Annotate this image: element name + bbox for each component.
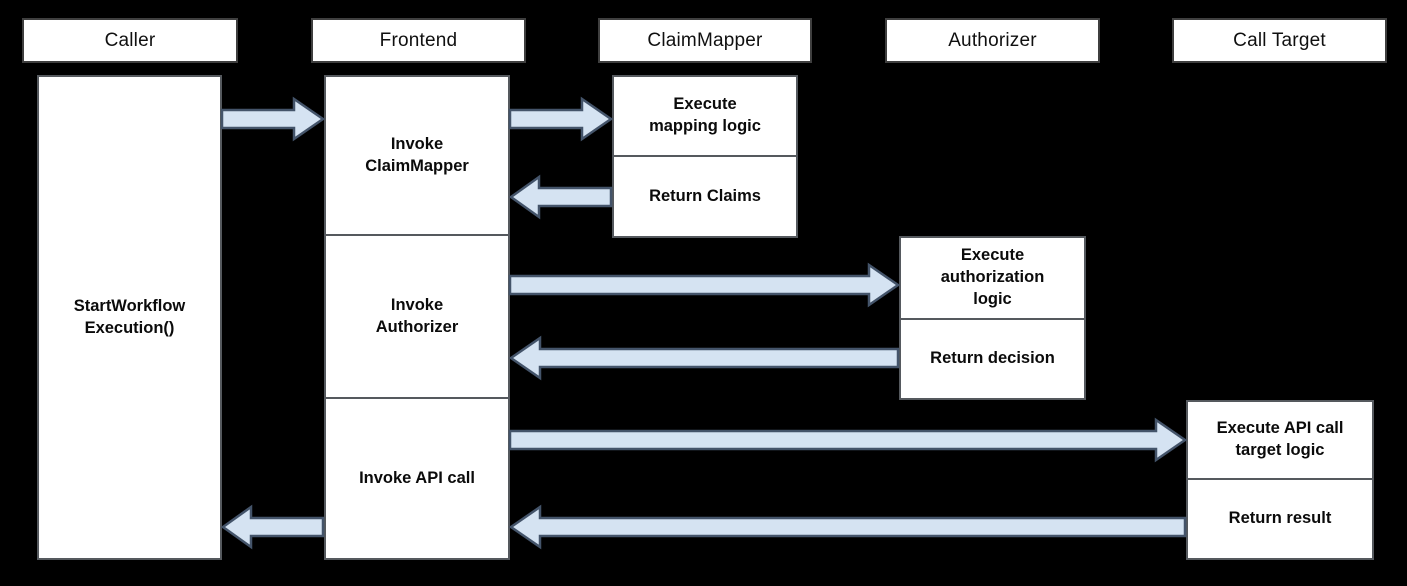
lifeline-header-claimmapper-label: ClaimMapper [647, 29, 763, 51]
activation-frontend-invoke-api-call-label: Invoke API call [359, 468, 475, 487]
lifeline-header-claimmapper: ClaimMapper [598, 18, 812, 63]
lifeline-header-frontend: Frontend [311, 18, 526, 63]
activation-authorizer-return-decision-label: Return decision [930, 349, 1055, 368]
message-arrow-authorizer-to-frontend [508, 335, 900, 381]
activation-frontend-invoke-api-call: Invoke API call [324, 398, 510, 560]
lifeline-header-authorizer: Authorizer [885, 18, 1100, 63]
message-arrow-claimmapper-to-frontend [508, 174, 613, 220]
message-arrow-frontend-to-calltarget [508, 417, 1188, 463]
activation-calltarget-return-result: Return result [1186, 479, 1374, 560]
activation-claimmapper-return-claims-label: Return Claims [649, 186, 761, 205]
lifeline-header-calltarget: Call Target [1172, 18, 1387, 63]
lifeline-header-frontend-label: Frontend [379, 29, 458, 51]
message-arrow-calltarget-to-frontend [508, 504, 1187, 550]
message-arrow-frontend-to-claimmapper [508, 96, 614, 142]
message-arrow-frontend-to-authorizer [508, 262, 901, 308]
lifeline-header-calltarget-label: Call Target [1233, 29, 1326, 51]
message-arrow-caller-to-frontend [220, 96, 326, 142]
lifeline-header-caller-label: Caller [104, 29, 156, 51]
activation-authorizer-return-decision: Return decision [899, 319, 1086, 400]
activation-calltarget-return-result-label: Return result [1228, 509, 1332, 528]
lifeline-header-authorizer-label: Authorizer [948, 29, 1037, 51]
message-arrow-frontend-to-caller [220, 504, 325, 550]
activation-claimmapper-return-claims: Return Claims [612, 156, 798, 238]
lifeline-header-caller: Caller [22, 18, 238, 63]
